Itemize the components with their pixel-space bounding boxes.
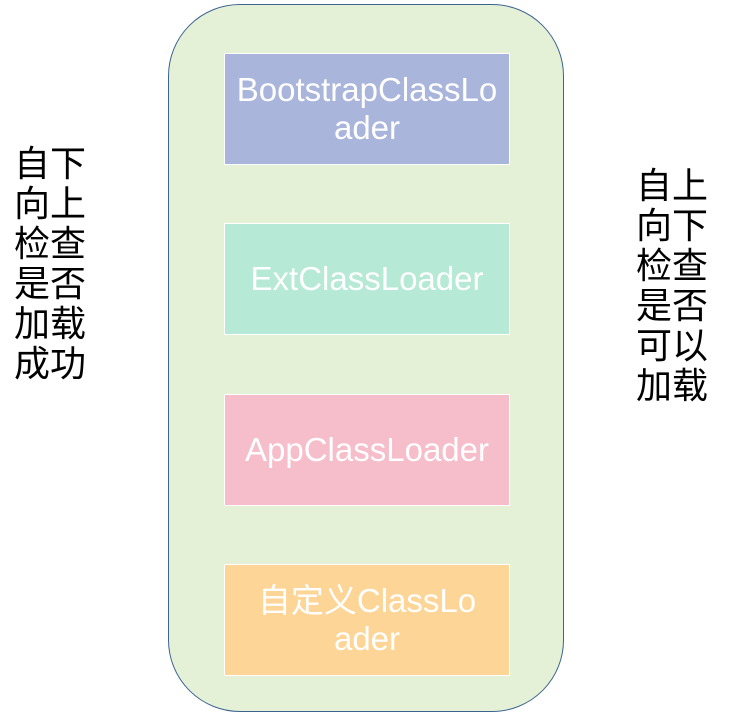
ext-classloader-label: ExtClassLoader [250,260,484,297]
bootstrap-classloader-label: BootstrapClassLoader [236,71,498,146]
top-down-check-text: 自上向下检查是否可以加载 [636,166,709,407]
bottom-up-check-text: 自下向上检查是否加载成功 [14,144,87,385]
app-classloader-box: AppClassLoader [224,394,510,506]
ext-classloader-box: ExtClassLoader [224,223,510,335]
custom-classloader-box: 自定义ClassLoader [224,564,510,676]
custom-classloader-label: 自定义ClassLoader [257,582,477,657]
bootstrap-classloader-box: BootstrapClassLoader [224,53,510,165]
app-classloader-label: AppClassLoader [245,431,489,468]
